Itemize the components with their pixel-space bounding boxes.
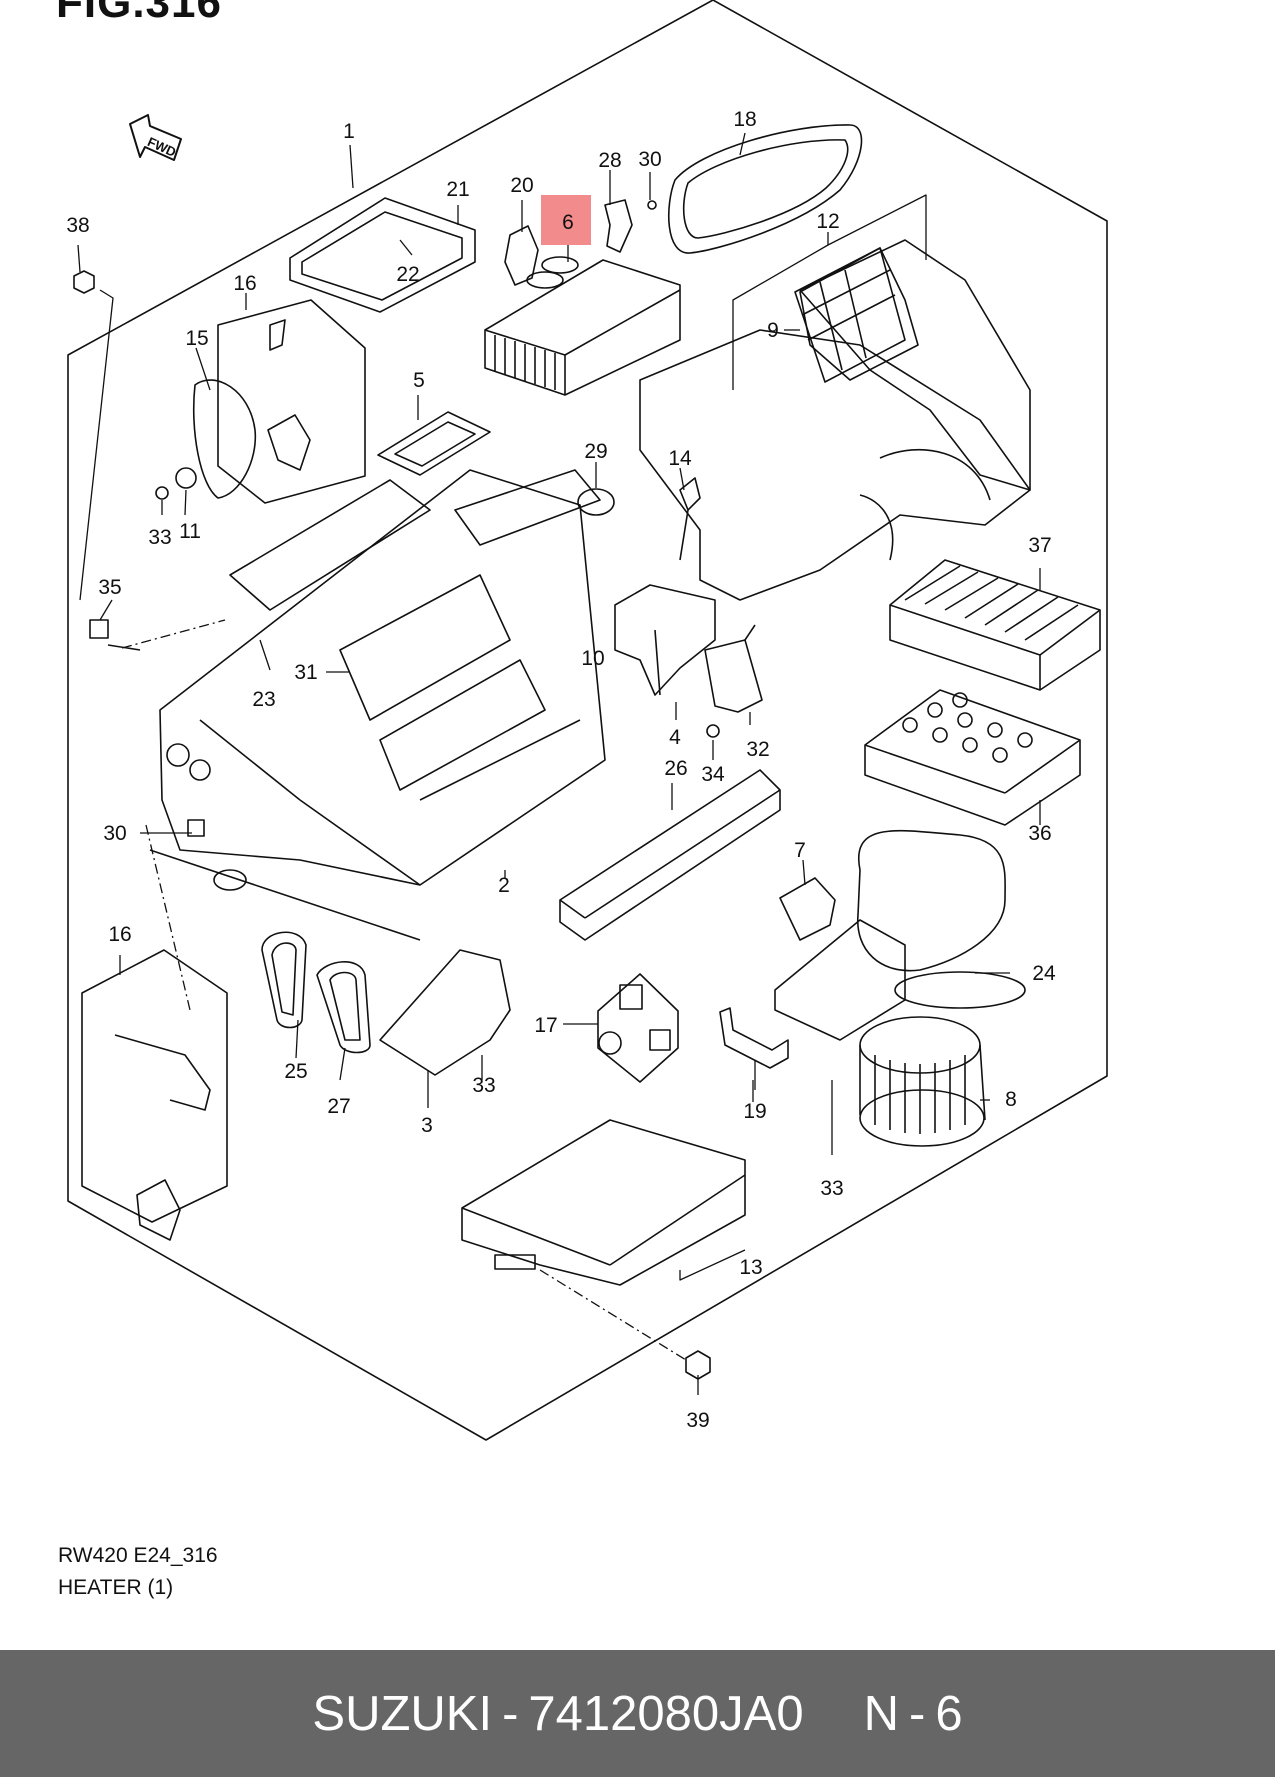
callout-27: 27 (327, 1095, 350, 1118)
diagram-name: HEATER (1) (58, 1576, 174, 1599)
part-32-actuator (704, 624, 763, 713)
heater-exploded-diagram: FWD 1 2 3 4 5 6 7 8 9 10 11 12 13 14 15 … (66, 0, 1108, 1441)
callout-14: 14 (668, 447, 692, 470)
figure-title: FIG.316 (56, 0, 222, 27)
footer-brand: SUZUKI (312, 1686, 493, 1741)
callout-38: 38 (66, 214, 89, 237)
part-2-heater-unit (149, 469, 606, 941)
callout-31: 31 (294, 661, 317, 684)
footer-ref-prefix: N (863, 1686, 899, 1741)
footer-dash: - (502, 1686, 519, 1741)
callout-29: 29 (584, 440, 607, 463)
highlight-marker (541, 195, 591, 245)
callout-16-bottom: 16 (108, 923, 131, 946)
callout-32: 32 (746, 738, 769, 761)
part-14-clip (679, 477, 701, 561)
callout-3: 3 (421, 1114, 433, 1137)
part-33-screw (155, 486, 169, 500)
callout-15: 15 (185, 327, 208, 350)
callout-28: 28 (598, 149, 621, 172)
callout-13: 13 (739, 1256, 762, 1279)
callout-7: 7 (794, 839, 806, 862)
callout-8: 8 (1005, 1088, 1017, 1111)
callout-34: 34 (701, 763, 725, 786)
callout-10: 10 (581, 647, 604, 670)
part-11-washer (175, 467, 197, 489)
callout-20: 20 (510, 174, 533, 197)
part-15-lever (192, 379, 257, 499)
callout-12: 12 (816, 210, 839, 233)
callout-22: 22 (396, 263, 419, 286)
footer-ref-dash: - (909, 1686, 926, 1741)
part-34-screw (706, 724, 720, 738)
part-19-bracket (719, 1007, 789, 1069)
diagram-code: RW420 E24_316 (58, 1544, 218, 1567)
part-25-seal (261, 931, 307, 1029)
callout-33-mid: 33 (472, 1074, 495, 1097)
footer-part-code: 7412080JA0 (528, 1686, 804, 1741)
part-20-gasket (504, 225, 539, 286)
footer-bar: SUZUKI - 7412080JA0 N - 6 (0, 1650, 1275, 1777)
part-37-filter (889, 559, 1101, 691)
part-13-lower-case (461, 1119, 746, 1286)
callout-1: 1 (343, 120, 355, 143)
callout-30-left: 30 (103, 822, 126, 845)
callout-19: 19 (743, 1100, 766, 1123)
callout-17: 17 (534, 1014, 557, 1037)
callout-39: 39 (686, 1409, 709, 1432)
callout-33-left: 33 (148, 526, 171, 549)
callout-37: 37 (1028, 534, 1051, 557)
part-26-filter (559, 769, 781, 941)
part-5-gasket (377, 411, 491, 476)
part-17-relay (619, 984, 643, 1010)
part-29-ring (577, 488, 615, 516)
part-28-clip (604, 199, 633, 253)
part-30-clip (187, 819, 205, 837)
callout-18: 18 (733, 108, 756, 131)
part-6-heater-core (484, 256, 681, 396)
subframe-16-top (217, 299, 366, 504)
callout-30-top: 30 (638, 148, 661, 171)
part-38-nut (73, 270, 95, 294)
callout-33-right: 33 (820, 1177, 843, 1200)
callout-25: 25 (284, 1060, 307, 1083)
part-4-duct (614, 584, 716, 696)
part-21-frame (289, 197, 476, 313)
callout-9: 9 (767, 319, 779, 342)
callout-5: 5 (413, 369, 425, 392)
part-24-blower-housing (774, 829, 1026, 1041)
callout-21: 21 (446, 178, 469, 201)
part-9-frame (794, 247, 906, 383)
callout-6: 6 (562, 211, 574, 234)
callout-26: 26 (664, 757, 687, 780)
part-7-resistor (779, 877, 836, 941)
callout-24: 24 (1032, 962, 1056, 985)
callout-2: 2 (498, 874, 510, 897)
part-27-seal (316, 961, 371, 1054)
fwd-arrow-icon (129, 114, 182, 161)
subframe-16-bottom (81, 949, 228, 1223)
part-16-rod (114, 1034, 211, 1111)
footer-ref-number: 6 (935, 1686, 963, 1741)
part-8-fan (859, 1016, 986, 1147)
part-36-filter-holder (864, 689, 1081, 826)
callout-16-top: 16 (233, 272, 256, 295)
assembly-frame (67, 0, 1108, 1441)
part-35-clip (89, 619, 109, 639)
callout-4: 4 (669, 726, 681, 749)
part-3-duct (379, 949, 511, 1076)
callout-35: 35 (98, 576, 121, 599)
part-18-seal (667, 124, 863, 254)
callout-23: 23 (252, 688, 275, 711)
callout-36: 36 (1028, 822, 1051, 845)
part-39-nut (685, 1350, 711, 1380)
callout-11: 11 (179, 520, 201, 543)
part-10-case (639, 239, 1031, 601)
subframe-17 (597, 973, 679, 1083)
